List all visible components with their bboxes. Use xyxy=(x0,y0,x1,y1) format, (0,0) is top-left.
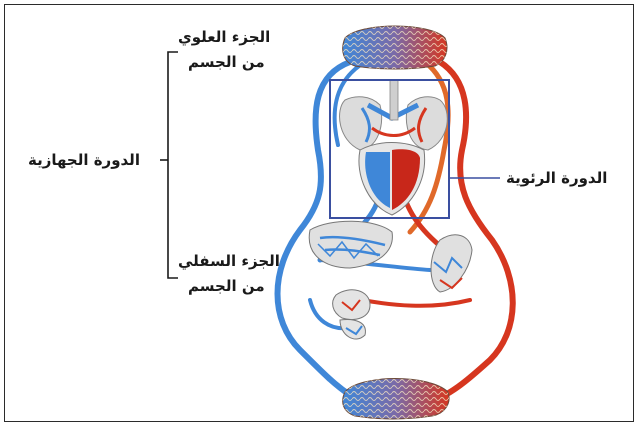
lower-body-label-line2: من الجسم xyxy=(188,276,265,296)
right-artery-outer xyxy=(440,62,513,395)
systemic-circulation-label: الدورة الجهازية xyxy=(28,150,140,170)
intestine xyxy=(333,290,370,339)
heart xyxy=(359,143,425,216)
upper-capillary-bed xyxy=(343,26,447,69)
pulmonary-circulation-label: الدورة الرئوية xyxy=(506,168,607,188)
kidney xyxy=(431,235,472,292)
systemic-bracket xyxy=(160,52,178,278)
upper-body-label-line2: من الجسم xyxy=(188,52,265,72)
upper-body-label-line1: الجزء العلوي xyxy=(178,27,270,47)
liver xyxy=(309,221,392,268)
lower-artery-branch xyxy=(362,300,470,306)
lower-body-label-line1: الجزء السفلي xyxy=(178,251,280,271)
lower-capillary-bed xyxy=(343,379,449,420)
lungs xyxy=(340,80,448,150)
